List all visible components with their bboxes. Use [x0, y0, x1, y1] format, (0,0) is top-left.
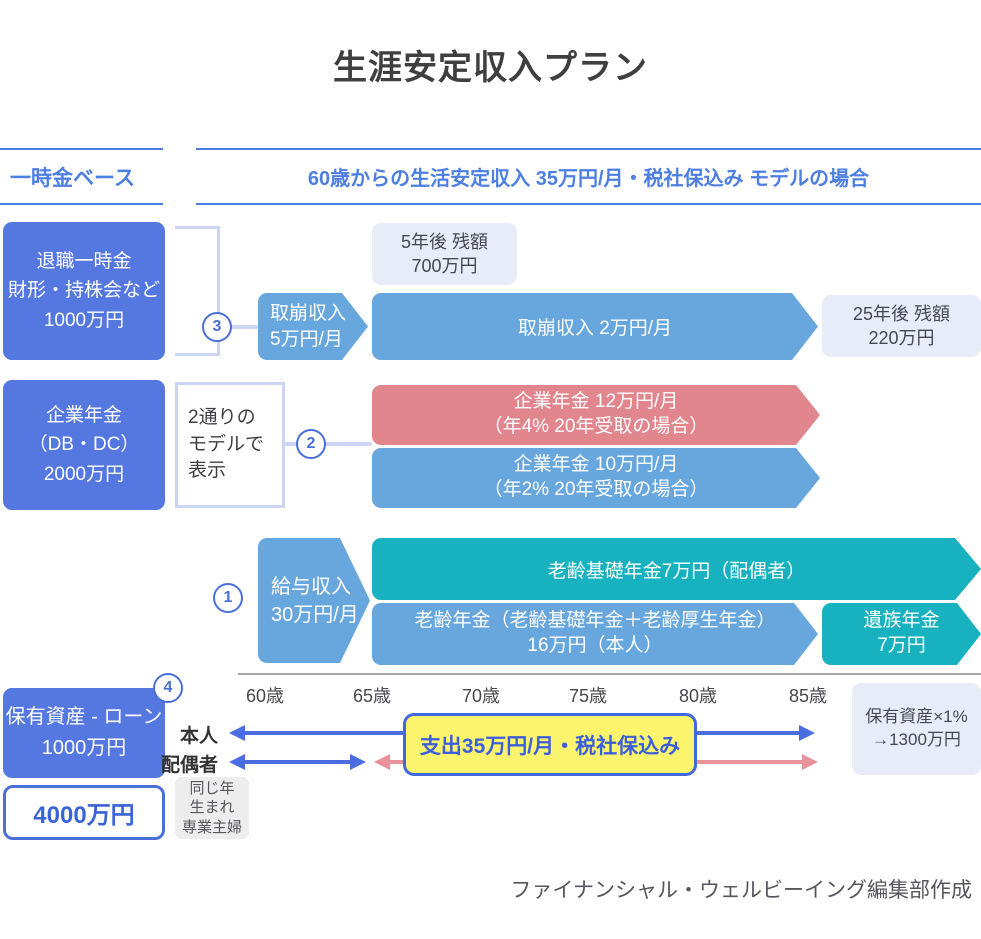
arrowhead-left-icon [229, 754, 245, 770]
arrowhead-right-icon [799, 725, 815, 741]
header-main-label: 60歳からの生活安定収入 35万円/月・税社保込み モデルの場合 [196, 148, 981, 205]
arrow-drawdown-start: 取崩収入 5万円/月 [258, 293, 368, 360]
step-circle-1: 1 [213, 583, 243, 613]
arrow-self-pension: 老齢年金（老齢基礎年金＋老齢厚生年金） 16万円（本人） [372, 603, 818, 665]
step-circle-3: 3 [202, 312, 232, 342]
page-title: 生涯安定収入プラン [333, 49, 648, 87]
connector-step3 [220, 325, 258, 329]
box-total-assets: 4000万円 [3, 785, 165, 840]
arrowhead-right-icon [802, 754, 818, 770]
arrowhead-right-icon [350, 754, 366, 770]
note-asset-yield: 保有資産×1% →1300万円 [852, 683, 981, 775]
connector-step2 [285, 442, 372, 446]
timeline-tick-75: 75歳 [568, 686, 608, 706]
arrow-pension-4pct: 企業年金 12万円/月 （年4% 20年受取の場合） [372, 385, 820, 445]
chip-spouse-profile: 同じ年 生まれ 専業主婦 [175, 777, 249, 839]
arrow-salary: 給与収入 30万円/月 [258, 538, 370, 663]
arrow-survivor-pension: 遺族年金 7万円 [822, 603, 981, 665]
arrow-pension-2pct: 企業年金 10万円/月 （年2% 20年受取の場合） [372, 448, 820, 508]
timeline-tick-85: 85歳 [788, 686, 828, 706]
header-left-label: 一時金ベース [0, 148, 163, 205]
timeline-tick-60: 60歳 [245, 686, 285, 706]
step-circle-4: 4 [153, 673, 183, 703]
step-circle-2: 2 [296, 429, 326, 459]
label-spouse: 配偶者 [160, 755, 218, 776]
timeline-axis [238, 673, 981, 675]
box-spending: 支出35万円/月・税社保込み [403, 713, 697, 776]
note-after-5-years: 5年後 残額 700万円 [372, 223, 517, 285]
bracket-retirement [175, 226, 220, 356]
label-self: 本人 [179, 726, 218, 747]
timeline-tick-70: 70歳 [461, 686, 501, 706]
note-after-25-years: 25年後 残額 220万円 [822, 295, 981, 357]
footer-credit: ファイナンシャル・ウェルビーイング編集部作成 [510, 879, 972, 902]
arrow-drawdown-main: 取崩収入 2万円/月 [372, 293, 818, 360]
box-corporate-pension: 企業年金 （DB・DC） 2000万円 [3, 380, 165, 510]
box-assets-loan: 保有資産 - ローン 1000万円 [3, 688, 165, 778]
arrow-spouse-basic-pension: 老齢基礎年金7万円（配偶者） [372, 538, 981, 600]
timeline-tick-80: 80歳 [678, 686, 718, 706]
arrowhead-left-icon [374, 754, 390, 770]
note-two-models: 2通りの モデルで 表示 [175, 382, 285, 508]
timeline-tick-65: 65歳 [352, 686, 392, 706]
arrowhead-left-icon [229, 725, 245, 741]
box-retirement-lump: 退職一時金 財形・持株会など 1000万円 [3, 222, 165, 360]
